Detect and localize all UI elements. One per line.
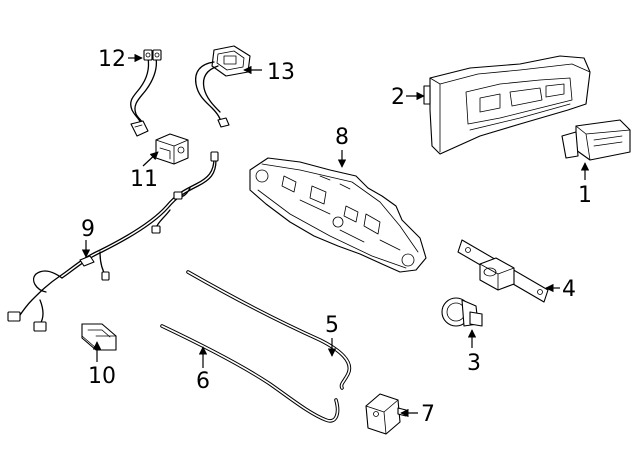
part-9-wiring-harness — [7, 151, 219, 332]
part-12-pigtail-harness — [130, 49, 162, 137]
part-2-mount-bracket — [423, 55, 591, 155]
part-4-sensor-retainer — [457, 239, 549, 303]
callout-7: 7 — [421, 402, 435, 427]
part-1-control-module — [561, 119, 631, 161]
callout-labels: 1 2 3 4 5 6 7 8 9 10 11 12 13 — [81, 47, 592, 427]
part-5-tube — [186, 270, 352, 390]
callout-1: 1 — [578, 183, 592, 208]
callout-8: 8 — [335, 125, 349, 150]
callout-6: 6 — [196, 369, 210, 394]
part-11-sensor-bracket — [155, 133, 189, 165]
callout-10: 10 — [88, 364, 116, 389]
part-13-connector-harness — [194, 45, 251, 128]
leader-11 — [142, 151, 159, 167]
callout-12: 12 — [98, 47, 126, 72]
leader-lines — [81, 53, 590, 418]
part-3-parking-sensor — [441, 297, 483, 327]
callout-11: 11 — [130, 167, 158, 192]
callout-2: 2 — [391, 85, 405, 110]
part-8-mounting-plate — [249, 157, 427, 273]
part-10-clip — [81, 323, 117, 351]
part-6-tube — [160, 324, 340, 423]
callout-4: 4 — [562, 277, 576, 302]
part-7-sensor — [365, 393, 407, 435]
callout-9: 9 — [81, 217, 95, 242]
callout-5: 5 — [325, 313, 339, 338]
callout-13: 13 — [267, 60, 295, 85]
callout-3: 3 — [467, 351, 481, 376]
